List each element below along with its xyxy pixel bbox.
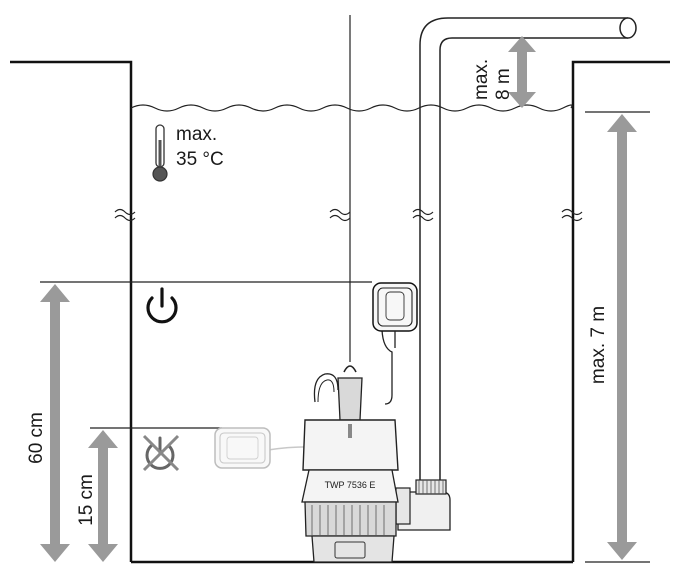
dimension-lines	[40, 111, 650, 563]
switch-off-height-label: 15 cm	[76, 474, 97, 526]
submersible-pump	[301, 365, 399, 563]
thermometer-icon	[152, 124, 168, 182]
arrow-immersion-depth	[607, 114, 637, 560]
temperature-label: max. 35 °C	[176, 124, 224, 170]
break-marks	[114, 208, 583, 222]
discharge-pipe	[395, 17, 637, 531]
water-surface	[130, 104, 573, 112]
discharge-height-label: max. 8 m	[471, 54, 514, 100]
switch-on-height-label: 60 cm	[26, 412, 47, 464]
power-off-crossed-icon	[142, 434, 180, 472]
arrow-discharge-height	[508, 36, 536, 108]
arrow-switch-on-height	[40, 284, 70, 562]
pump-model-label: TWP 7536 E	[325, 480, 376, 490]
power-on-icon	[146, 287, 178, 324]
float-switch-on	[372, 282, 418, 405]
arrow-switch-off-height	[88, 430, 118, 562]
immersion-depth-label: max. 7 m	[588, 306, 609, 384]
